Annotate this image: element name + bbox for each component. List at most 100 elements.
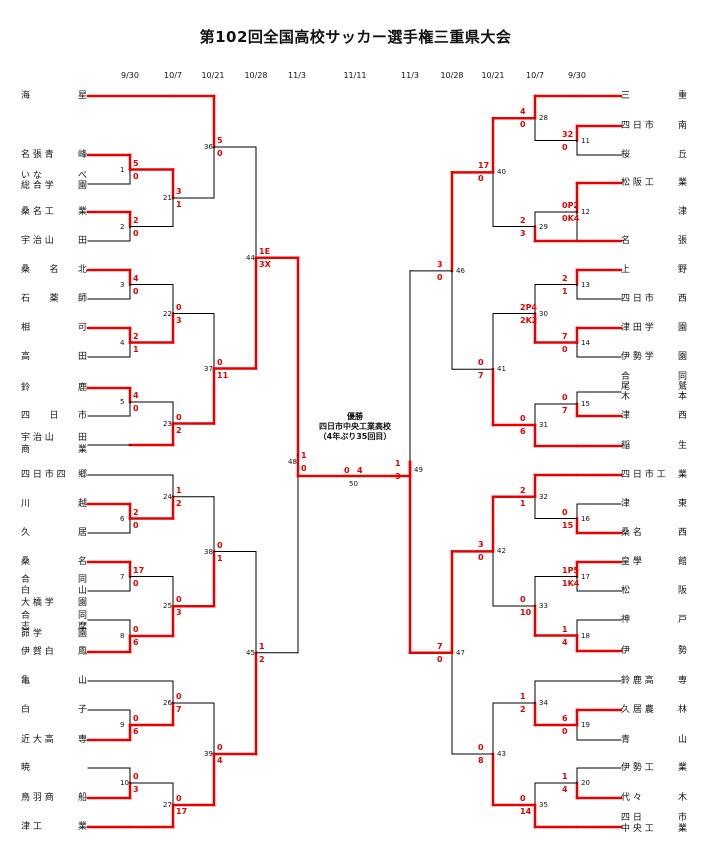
match-score: 1 (133, 344, 139, 354)
match-score: 5 (217, 136, 223, 145)
team-name: 桑 名 工業 (21, 206, 87, 218)
team-name-part: 峰 (77, 150, 87, 160)
team-name-part: 鳥 羽 商 (21, 793, 54, 803)
team-name: 暁 (21, 762, 87, 774)
round-date: 10/7 (526, 71, 544, 80)
team-name-part: 白 (21, 586, 31, 596)
team-name: 木本 (621, 391, 687, 403)
round-date: 9/30 (121, 71, 139, 80)
match-score: 6 (133, 638, 139, 647)
match-score: 0K4 (562, 214, 580, 223)
team-name: 津 工業 (21, 821, 87, 833)
team-name: 海星 (21, 90, 87, 102)
match-number: 31 (539, 421, 548, 429)
team-name-part: 同 (77, 575, 87, 585)
team-name-part: 四 日 (621, 813, 642, 823)
team-name-part: 業 (677, 763, 687, 773)
match-score: 1P5 (562, 565, 579, 575)
team-name: 桜丘 (621, 149, 687, 161)
team-name-part: 桜 (621, 150, 631, 160)
team-name-part: 亀 (21, 676, 31, 686)
match-score: 0 (217, 357, 223, 367)
team-name: 四 日 市 四郷 (21, 469, 87, 481)
match-score: 1 (520, 692, 526, 701)
match-number: 17 (581, 572, 590, 581)
match-number: 39 (204, 750, 213, 758)
team-name-part: 園 (677, 323, 687, 333)
match-number: 6 (120, 514, 125, 523)
match-score: 1E (259, 246, 271, 256)
team-name: 津 田 学園 (621, 322, 687, 334)
match-score: 0 (176, 794, 182, 803)
team-name-part: 業 (77, 445, 87, 455)
team-name-part: 伊 賀 白 (21, 647, 54, 657)
match-number: 23 (163, 419, 172, 428)
match-score: 0 (217, 540, 223, 550)
match-number: 50 (349, 480, 358, 488)
match-number: 20 (581, 779, 590, 787)
match-number: 21 (163, 194, 172, 202)
team-name-part: 鈴 鹿 高 (621, 676, 654, 686)
match-score: 0 (133, 772, 139, 781)
match-score: 0 (520, 120, 526, 130)
team-name: 津 (621, 206, 687, 218)
team-name: 四 日市 (621, 812, 687, 824)
match-score: 2 (176, 498, 182, 508)
team-name-part: 本 (677, 392, 687, 402)
team-name: 鳥 羽 商船 (21, 792, 87, 804)
match-number: 34 (539, 699, 548, 707)
champion-box: 優勝 四日市中央工業高校 （4年ぶり35回目） (295, 412, 415, 442)
team-name: 名 張 青峰 (21, 149, 87, 161)
match-score: 17 (133, 565, 145, 575)
match-number: 22 (163, 309, 172, 318)
team-name: 総 合 学園 (21, 180, 87, 192)
team-name-part: 伊 勢 学 (621, 352, 654, 362)
match-score: 0 (562, 344, 568, 354)
match-score: 0 (133, 404, 139, 413)
match-number: 5 (120, 398, 125, 406)
team-name: 伊 勢 工業 (621, 762, 687, 774)
match-score: 2 (562, 273, 568, 283)
match-score: 17 (478, 161, 490, 171)
team-name: 白子 (21, 704, 87, 716)
match-score: 0 (562, 393, 568, 402)
match-score: 0 (176, 595, 182, 605)
team-name: 四日市 (21, 410, 87, 422)
round-date: 9/30 (568, 71, 586, 80)
team-name-part: べ (77, 171, 87, 181)
team-name-part: 田 (77, 236, 87, 246)
team-name-part: 桑 (21, 557, 31, 567)
team-name-part: 合 (21, 611, 31, 621)
team-name: 亀山 (21, 675, 87, 687)
team-name-part: 業 (677, 178, 687, 188)
team-name-part: 山 (677, 735, 687, 745)
team-name-part: 津 工 (21, 822, 42, 832)
match-score: 4 (562, 637, 568, 647)
team-name: い なべ (21, 170, 87, 182)
team-name-part: 木 (621, 392, 631, 402)
team-name-part: 名 (49, 265, 59, 275)
team-name-part: 戸 (677, 615, 687, 625)
team-name: 志摩 (21, 621, 87, 633)
match-score: 3 (395, 471, 401, 481)
team-name-part: 津 (677, 207, 687, 217)
match-score: 11 (217, 370, 229, 380)
team-name-part: 越 (77, 499, 87, 509)
team-name-part: 上 (621, 265, 631, 275)
team-name-part: 青 (621, 735, 631, 745)
team-name-part: 桑 名 工 (21, 207, 54, 217)
match-score: 7 (562, 406, 568, 415)
team-name-part: 宇 治 山 (21, 236, 54, 246)
team-name-part: 鹿 (77, 383, 87, 393)
team-name: 四 日 市 工業 (621, 469, 687, 481)
team-name-part: 業 (77, 207, 87, 217)
match-number: 11 (581, 136, 590, 145)
match-score: 0 (133, 286, 139, 296)
team-name: 宇 治 山田 (21, 432, 87, 444)
team-name: 青山 (621, 734, 687, 746)
match-number: 10 (120, 779, 129, 787)
team-name-part: 生 (677, 441, 687, 451)
match-score: 0 (520, 414, 526, 423)
match-number: 48 (288, 458, 297, 467)
team-name-part: 丘 (677, 150, 687, 160)
